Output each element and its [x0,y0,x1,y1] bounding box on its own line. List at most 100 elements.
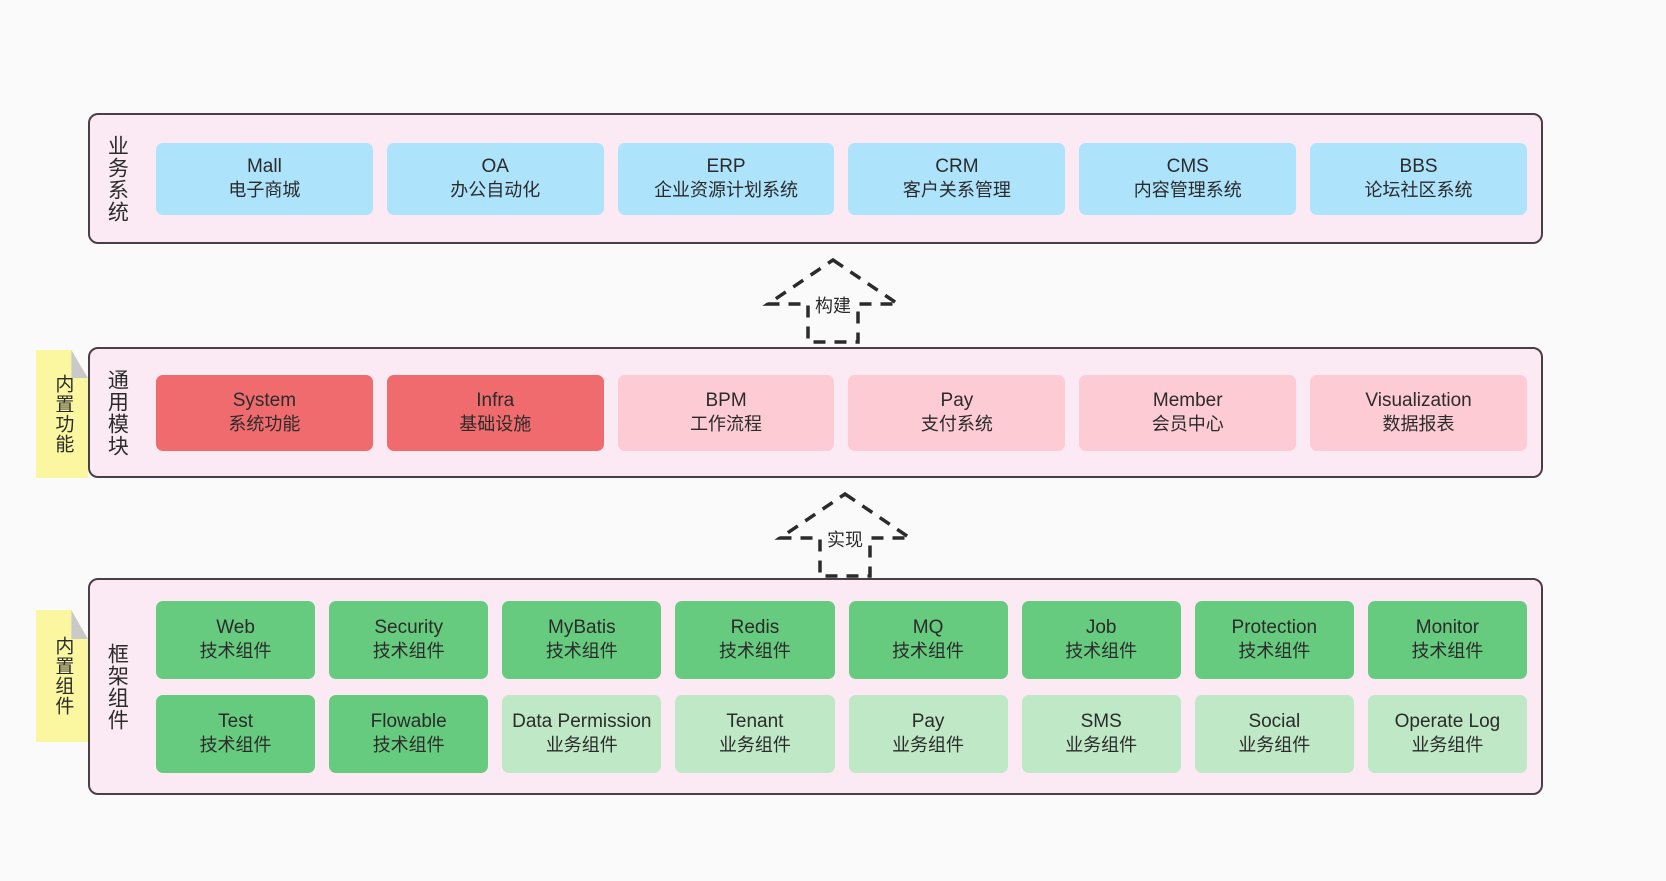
card-operate-log[interactable]: Operate Log 业务组件 [1367,694,1527,773]
card-title: Tenant [726,711,784,733]
folded-corner-icon [71,350,88,379]
card-title: MyBatis [548,617,616,639]
card-subtitle: 业务组件 [892,735,965,756]
card-subtitle: 技术组件 [199,641,272,662]
card-subtitle: 内容管理系统 [1133,180,1242,201]
card-job[interactable]: Job 技术组件 [1021,600,1181,679]
card-title: Mall [246,156,282,178]
connector-label-implement: 实现 [825,526,865,552]
card-subtitle: 业务组件 [1411,735,1484,756]
card-title: BBS [1399,156,1438,178]
sticky-note-label: 内置功能 [52,374,74,454]
card-bbs[interactable]: BBS 论坛社区系统 [1310,142,1527,215]
card-member[interactable]: Member 会员中心 [1079,374,1297,451]
card-mall[interactable]: Mall 电子商城 [156,142,373,215]
card-subtitle: 业务组件 [545,735,618,756]
card-title: Infra [476,390,515,412]
card-subtitle: 工作流程 [690,414,763,435]
card-protection[interactable]: Protection 技术组件 [1194,600,1354,679]
card-title: MQ [912,617,944,639]
layer-body-business: Mall 电子商城 OA 办公自动化 ERP 企业资源计划系统 CRM 客户关系… [142,115,1541,242]
card-flowable[interactable]: Flowable 技术组件 [329,694,489,773]
connector-build: 构建 [758,257,908,344]
card-subtitle: 技术组件 [718,641,791,662]
card-subtitle: 技术组件 [199,735,272,756]
card-social[interactable]: Social 业务组件 [1194,694,1354,773]
framework-row-technical: Web 技术组件 Security 技术组件 MyBatis 技术组件 Redi… [156,600,1527,679]
card-subtitle: 业务组件 [718,735,791,756]
card-subtitle: 技术组件 [1411,641,1484,662]
card-title: Data Permission [512,711,652,733]
card-subtitle: 业务组件 [1238,735,1311,756]
card-data-permission[interactable]: Data Permission 业务组件 [502,694,662,773]
layer-title-business: 业务系统 [105,134,129,223]
card-subtitle: 客户关系管理 [902,180,1011,201]
card-subtitle: 会员中心 [1151,414,1224,435]
card-sms[interactable]: SMS 业务组件 [1021,694,1181,773]
card-title: SMS [1080,711,1122,733]
card-security[interactable]: Security 技术组件 [329,600,489,679]
sticky-note-builtin-features: 内置功能 [36,350,88,478]
card-title: CMS [1166,156,1209,178]
card-title: Test [218,711,253,733]
card-subtitle: 技术组件 [372,735,445,756]
card-subtitle: 企业资源计划系统 [654,180,799,201]
card-tenant[interactable]: Tenant 业务组件 [675,694,835,773]
card-subtitle: 技术组件 [1065,641,1138,662]
card-title: Social [1248,711,1301,733]
card-title: OA [481,156,509,178]
card-redis[interactable]: Redis 技术组件 [675,600,835,679]
layer-title-framework: 框架组件 [105,642,129,731]
card-mybatis[interactable]: MyBatis 技术组件 [502,600,662,679]
folded-corner-icon [71,610,88,640]
card-title: Member [1152,390,1223,412]
card-bpm[interactable]: BPM 工作流程 [617,374,835,451]
card-title: ERP [706,156,746,178]
card-pay[interactable]: Pay 支付系统 [848,374,1066,451]
card-cms[interactable]: CMS 内容管理系统 [1079,142,1297,215]
layer-business-systems: 业务系统 Mall 电子商城 OA 办公自动化 ERP 企业资源计划系统 CRM… [88,113,1543,244]
card-subtitle: 论坛社区系统 [1364,180,1473,201]
card-subtitle: 电子商城 [228,180,301,201]
card-title: Flowable [370,711,447,733]
card-subtitle: 技术组件 [1238,641,1311,662]
card-title: Job [1085,617,1117,639]
card-title: Monitor [1415,617,1480,639]
card-title: Web [216,617,255,639]
connector-implement: 实现 [770,491,920,578]
framework-row-business: Test 技术组件 Flowable 技术组件 Data Permission … [156,694,1527,773]
generalization-arrow-shape [762,257,904,344]
card-subtitle: 业务组件 [1065,735,1138,756]
card-crm[interactable]: CRM 客户关系管理 [848,142,1066,215]
card-infra[interactable]: Infra 基础设施 [386,374,604,451]
card-title: Security [374,617,443,639]
card-subtitle: 数据报表 [1382,414,1455,435]
card-system[interactable]: System 系统功能 [156,374,373,451]
card-pay-business[interactable]: Pay 业务组件 [848,694,1008,773]
card-title: Visualization [1365,390,1472,412]
card-mq[interactable]: MQ 技术组件 [848,600,1008,679]
card-title: Pay [940,390,974,412]
layer-body-common: System 系统功能 Infra 基础设施 BPM 工作流程 Pay 支付系统… [142,349,1541,476]
card-subtitle: 技术组件 [892,641,965,662]
card-title: Pay [911,711,945,733]
card-visualization[interactable]: Visualization 数据报表 [1310,374,1527,451]
card-test[interactable]: Test 技术组件 [156,694,316,773]
card-web[interactable]: Web 技术组件 [156,600,316,679]
card-title: BPM [705,390,747,412]
card-subtitle: 办公自动化 [450,180,541,201]
card-title: CRM [935,156,979,178]
connector-label-build: 构建 [813,292,853,318]
layer-body-framework: Web 技术组件 Security 技术组件 MyBatis 技术组件 Redi… [142,580,1541,793]
layer-common-modules: 通用模块 System 系统功能 Infra 基础设施 BPM 工作流程 Pay… [88,347,1543,478]
card-subtitle: 技术组件 [545,641,618,662]
card-monitor[interactable]: Monitor 技术组件 [1367,600,1527,679]
card-subtitle: 系统功能 [228,414,301,435]
layer-title-common: 通用模块 [105,368,129,457]
layer-framework-components: 框架组件 Web 技术组件 Security 技术组件 MyBatis 技术组件… [88,578,1543,795]
card-title: System [232,390,297,412]
card-oa[interactable]: OA 办公自动化 [386,142,604,215]
generalization-arrow-shape [774,491,916,578]
card-erp[interactable]: ERP 企业资源计划系统 [617,142,835,215]
